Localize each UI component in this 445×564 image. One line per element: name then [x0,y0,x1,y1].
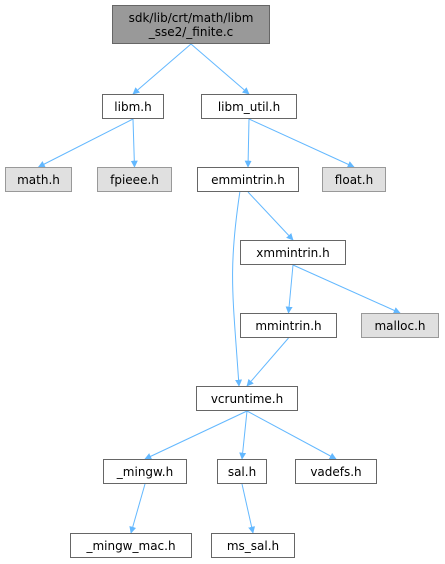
node-finite-c: sdk/lib/crt/math/libm _sse2/_finite.c [112,5,270,44]
node-mingw-h[interactable]: _mingw.h [103,459,187,484]
node-vadefs-h[interactable]: vadefs.h [295,459,377,484]
node-ms-sal-h[interactable]: ms_sal.h [211,533,295,558]
edge-emmintrin_h-to-xmmintrin_h [247,191,294,241]
edge-finite_c-to-libm_util_h [190,43,250,95]
node-mingw-mac-h[interactable]: _mingw_mac.h [70,533,192,558]
node-xmmintrin-h[interactable]: xmmintrin.h [240,240,346,265]
edge-vcruntime_h-to-sal_h [239,410,248,460]
node-fpieee-h: fpieee.h [97,167,172,192]
edge-mmintrin_h-to-vcruntime_h [246,337,289,387]
node-malloc-h: malloc.h [361,313,439,338]
edge-vcruntime_h-to-vadefs_h [246,410,337,460]
node-vcruntime-h[interactable]: vcruntime.h [196,386,298,411]
edge-vcruntime_h-to-mingw_h [144,410,248,460]
edge-xmmintrin_h-to-mmintrin_h [285,264,294,314]
edge-sal_h-to-ms_sal_h [241,483,256,534]
edge-emmintrin_h-to-vcruntime_h [232,191,243,387]
node-emmintrin-h[interactable]: emmintrin.h [197,167,299,192]
edge-libm_h-to-fpieee_h [130,118,138,168]
node-mmintrin-h[interactable]: mmintrin.h [240,313,337,338]
node-libm-h[interactable]: libm.h [102,94,164,119]
edge-mingw_h-to-mingw_mac_h [129,483,146,534]
node-sal-h[interactable]: sal.h [217,459,267,484]
node-libm-util-h[interactable]: libm_util.h [201,94,297,119]
edge-xmmintrin_h-to-malloc_h [292,264,401,314]
edge-libm_util_h-to-float_h [248,118,355,168]
edge-finite_c-to-libm_h [132,43,192,95]
edge-libm_util_h-to-emmintrin_h [244,118,252,168]
node-float-h: float.h [322,167,386,192]
node-math-h: math.h [5,167,72,192]
edge-libm_h-to-math_h [37,118,134,168]
